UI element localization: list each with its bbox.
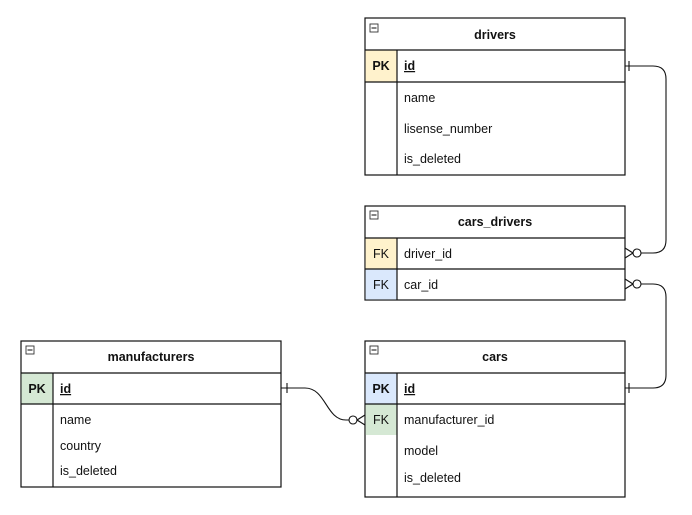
field-manufacturer-id: manufacturer_id	[404, 413, 494, 427]
table-cars-drivers[interactable]: cars_drivers FK driver_id FK car_id	[364, 205, 626, 301]
field-id: id	[404, 382, 415, 396]
fk-cell-manufacturer-id	[365, 404, 397, 435]
table-title: drivers	[474, 28, 516, 42]
field-model: model	[404, 444, 438, 458]
pk-label: PK	[372, 382, 389, 396]
collapse-icon[interactable]	[25, 345, 35, 355]
fk-cell-car-id	[365, 269, 397, 300]
table-drivers[interactable]: drivers PK id name lisense_number is_del…	[364, 17, 626, 176]
field-is-deleted: is_deleted	[60, 464, 117, 478]
field-id: id	[60, 382, 71, 396]
field-id: id	[404, 59, 415, 73]
zero-or-many-marker-icon	[348, 414, 366, 426]
collapse-icon[interactable]	[369, 23, 379, 33]
collapse-icon[interactable]	[369, 345, 379, 355]
pk-cell-cars	[365, 373, 397, 404]
pk-cell-drivers	[365, 50, 397, 82]
table-cars[interactable]: cars PK id FK manufacturer_id model is_d…	[364, 340, 626, 498]
field-lisense-number: lisense_number	[404, 122, 492, 136]
table-title: cars	[482, 350, 508, 364]
pk-label: PK	[372, 59, 389, 73]
fk-label: FK	[373, 413, 390, 427]
table-title: cars_drivers	[458, 215, 532, 229]
field-is-deleted: is_deleted	[404, 152, 461, 166]
collapse-icon[interactable]	[369, 210, 379, 220]
pk-label: PK	[28, 382, 45, 396]
field-car-id: car_id	[404, 278, 438, 292]
fk-cell-driver-id	[365, 238, 397, 269]
field-driver-id: driver_id	[404, 247, 452, 261]
fk-label: FK	[373, 278, 390, 292]
field-name: name	[404, 91, 435, 105]
relation-manufacturers-cars[interactable]	[281, 383, 366, 426]
field-name: name	[60, 413, 91, 427]
relation-drivers-cars-drivers[interactable]	[624, 61, 667, 259]
pk-cell-manufacturers	[21, 373, 53, 404]
zero-or-many-marker-icon	[624, 278, 642, 290]
zero-or-many-marker-icon	[624, 247, 642, 259]
fk-label: FK	[373, 247, 390, 261]
field-is-deleted: is_deleted	[404, 471, 461, 485]
relation-cars-cars-drivers[interactable]	[624, 278, 667, 393]
table-title: manufacturers	[108, 350, 195, 364]
table-manufacturers[interactable]: manufacturers PK id name country is_dele…	[20, 340, 282, 488]
field-country: country	[60, 439, 102, 453]
